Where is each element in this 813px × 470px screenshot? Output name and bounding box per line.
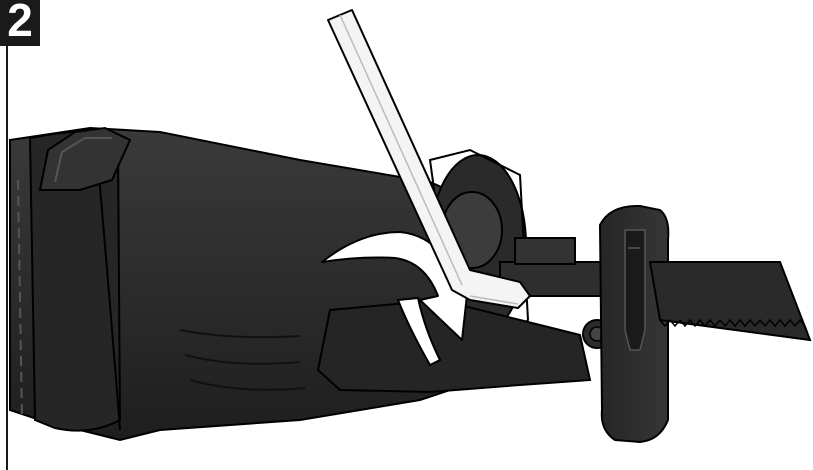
saw-blade (650, 262, 810, 340)
saw-shoe (600, 206, 668, 442)
